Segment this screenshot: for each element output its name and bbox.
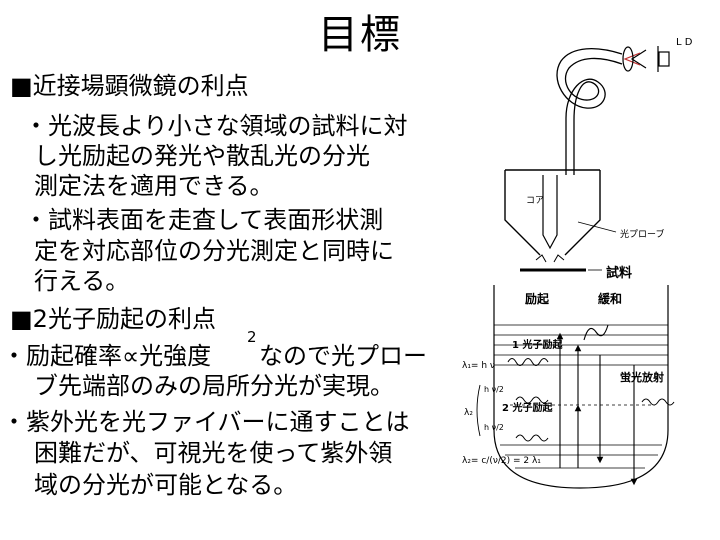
fluorescence-label: 蛍光放射 — [620, 370, 664, 384]
lens-icon — [622, 46, 634, 72]
two-photon-bullet-2-line-3: 域の分光が可能となる。 — [34, 471, 298, 499]
near-field-bullet-2-line-1: ・試料表面を走査して表面形状測 — [24, 206, 384, 234]
near-field-bullet-1-line-3: 測定法を適用できる。 — [34, 172, 274, 200]
two-photon-label: 2 光子励起 — [502, 401, 553, 414]
probe-body — [504, 169, 601, 256]
near-field-bullet-2-line-3: 行える。 — [34, 267, 130, 295]
ld-label: L D — [676, 37, 693, 48]
laser-diode-icon — [623, 46, 670, 72]
squared-superscript: 2 — [247, 328, 257, 346]
two-photon-wave-upper — [515, 396, 549, 404]
two-photon-bullet-2-line-2: 困難だが、可視光を使って紫外領 — [34, 439, 393, 467]
near-field-bullet-1-line-1: ・光波長より小さな領域の試料に対 — [24, 112, 408, 140]
h-nu-half-upper: h ν/2 — [484, 385, 504, 394]
two-photon-heading: ■2光子励起の利点 — [10, 305, 216, 333]
two-photon-brace — [476, 384, 481, 437]
excitation-label: 励起 — [525, 291, 550, 306]
page-title: 目標 — [318, 12, 402, 58]
two-photon-bullet-1-line-1b: なので光プロー — [259, 342, 427, 370]
near-field-bullet-1-line-2: し光励起の発光や散乱光の分光 — [34, 142, 370, 170]
probe-leader-line — [577, 221, 617, 233]
two-photon-bullet-1-line-1a: ・励起確率∝光強度 — [2, 342, 212, 370]
one-photon-label: 1 光子励起 — [512, 338, 563, 351]
core-label: コア — [526, 196, 544, 206]
near-field-emission — [535, 254, 565, 263]
fluorescence-wave — [641, 398, 675, 406]
probe-energy-diagram: L D コア 光プローブ 試料 励起 緩和 — [462, 37, 693, 489]
one-photon-wave — [507, 358, 549, 366]
lambda-relation-label: λ₂= c/(ν/2) = 2 λ₁ — [462, 456, 541, 466]
nonradiative-squiggle — [583, 324, 609, 341]
lambda2-label: λ₂ — [464, 408, 473, 418]
two-photon-bullet-1-line-2: ブ先端部のみの局所分光が実現。 — [34, 372, 394, 400]
sample-label: 試料 — [606, 265, 632, 281]
near-field-heading: ■近接場顕微鏡の利点 — [10, 72, 249, 100]
two-photon-wave-lower — [515, 434, 549, 442]
probe-label: 光プローブ — [620, 228, 664, 240]
potential-well — [493, 285, 669, 489]
optical-fiber — [556, 48, 623, 175]
lambda1-label: λ₁= h ν — [462, 361, 495, 371]
two-photon-bullet-2-line-1: ・紫外光を光ファイバーに通すことは — [2, 408, 410, 436]
h-nu-half-lower: h ν/2 — [484, 423, 504, 432]
relaxation-label: 緩和 — [598, 291, 622, 306]
near-field-bullet-2-line-2: 定を対応部位の分光測定と同時に — [34, 237, 394, 265]
